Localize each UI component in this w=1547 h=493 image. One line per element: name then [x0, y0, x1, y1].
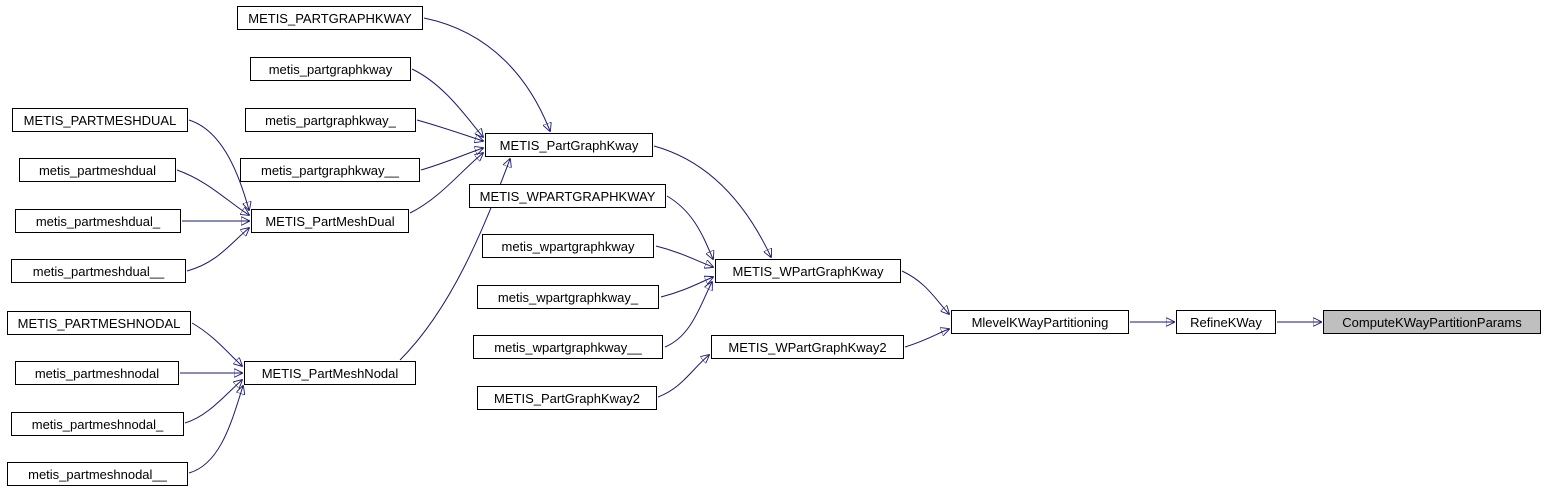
edge-metis_partgraphkway-to-METIS_PartGraphKway: [411, 68, 483, 137]
node-metis_wpartgraphkway_[interactable]: metis_wpartgraphkway_: [477, 285, 659, 309]
edge-METIS_PARTGRAPHKWAY-to-METIS_PartGraphKway: [423, 17, 550, 131]
edge-METIS_WPartGraphKway-to-MlevelKWayPartitioning: [901, 270, 949, 314]
node-METIS_PARTGRAPHKWAY[interactable]: METIS_PARTGRAPHKWAY: [237, 6, 423, 30]
edge-metis_wpartgraphkway__-to-METIS_WPartGraphKway: [664, 282, 712, 348]
node-METIS_PartMeshDual[interactable]: METIS_PartMeshDual: [251, 209, 409, 233]
edge-METIS_PARTMESHDUAL-to-METIS_PartMeshDual: [188, 119, 249, 210]
edge-metis_partmeshnodal__-to-METIS_PartMeshNodal: [188, 386, 243, 474]
node-metis_partmeshdual[interactable]: metis_partmeshdual: [19, 158, 176, 182]
node-metis_partmeshdual__[interactable]: metis_partmeshdual__: [11, 259, 186, 283]
node-metis_partgraphkway_[interactable]: metis_partgraphkway_: [245, 108, 416, 132]
node-metis_partmeshnodal__[interactable]: metis_partmeshnodal__: [7, 462, 188, 486]
node-RefineKWay[interactable]: RefineKWay: [1176, 310, 1276, 334]
edge-METIS_PARTMESHNODAL-to-METIS_PartMeshNodal: [191, 322, 242, 366]
edge-METIS_PartMeshDual-to-METIS_PartGraphKway: [409, 153, 483, 214]
node-METIS_WPartGraphKway[interactable]: METIS_WPartGraphKway: [715, 259, 901, 283]
edge-metis_partmeshdual__-to-METIS_PartMeshDual: [186, 228, 249, 272]
node-metis_partgraphkway[interactable]: metis_partgraphkway: [250, 57, 411, 81]
node-metis_partmeshnodal[interactable]: metis_partmeshnodal: [15, 361, 179, 385]
edge-METIS_PartGraphKway-to-METIS_WPartGraphKway: [653, 145, 771, 257]
edge-METIS_WPartGraphKway2-to-MlevelKWayPartitioning: [904, 329, 949, 348]
node-metis_wpartgraphkway__[interactable]: metis_wpartgraphkway__: [473, 335, 663, 359]
node-metis_partgraphkway__[interactable]: metis_partgraphkway__: [240, 158, 420, 182]
edge-metis_partmeshdual-to-METIS_PartMeshDual: [176, 169, 249, 215]
edge-metis_partgraphkway__-to-METIS_PartGraphKway: [420, 148, 483, 171]
node-METIS_WPARTGRAPHKWAY[interactable]: METIS_WPARTGRAPHKWAY: [469, 184, 666, 208]
node-METIS_PartMeshNodal[interactable]: METIS_PartMeshNodal: [244, 361, 416, 385]
node-METIS_PartGraphKway[interactable]: METIS_PartGraphKway: [485, 133, 653, 157]
node-METIS_WPartGraphKway2[interactable]: METIS_WPartGraphKway2: [711, 335, 904, 359]
edge-METIS_WPARTGRAPHKWAY-to-METIS_WPartGraphKway: [666, 195, 713, 259]
node-METIS_PARTMESHNODAL[interactable]: METIS_PARTMESHNODAL: [7, 311, 191, 335]
node-ComputeKWayPartitionParams: ComputeKWayPartitionParams: [1323, 310, 1541, 334]
edge-METIS_PartGraphKway2-to-METIS_WPartGraphKway2: [657, 355, 709, 398]
node-METIS_PARTMESHDUAL[interactable]: METIS_PARTMESHDUAL: [12, 108, 188, 132]
edge-metis_wpartgraphkway_-to-METIS_WPartGraphKway: [660, 277, 713, 298]
node-metis_wpartgraphkway[interactable]: metis_wpartgraphkway: [482, 234, 654, 258]
node-METIS_PartGraphKway2[interactable]: METIS_PartGraphKway2: [477, 386, 657, 410]
edge-metis_partgraphkway_-to-METIS_PartGraphKway: [416, 119, 483, 141]
node-MlevelKWayPartitioning[interactable]: MlevelKWayPartitioning: [951, 310, 1129, 334]
edge-metis_wpartgraphkway-to-METIS_WPartGraphKway: [655, 245, 713, 267]
node-metis_partmeshnodal_[interactable]: metis_partmeshnodal_: [11, 412, 184, 436]
node-metis_partmeshdual_[interactable]: metis_partmeshdual_: [15, 209, 181, 233]
